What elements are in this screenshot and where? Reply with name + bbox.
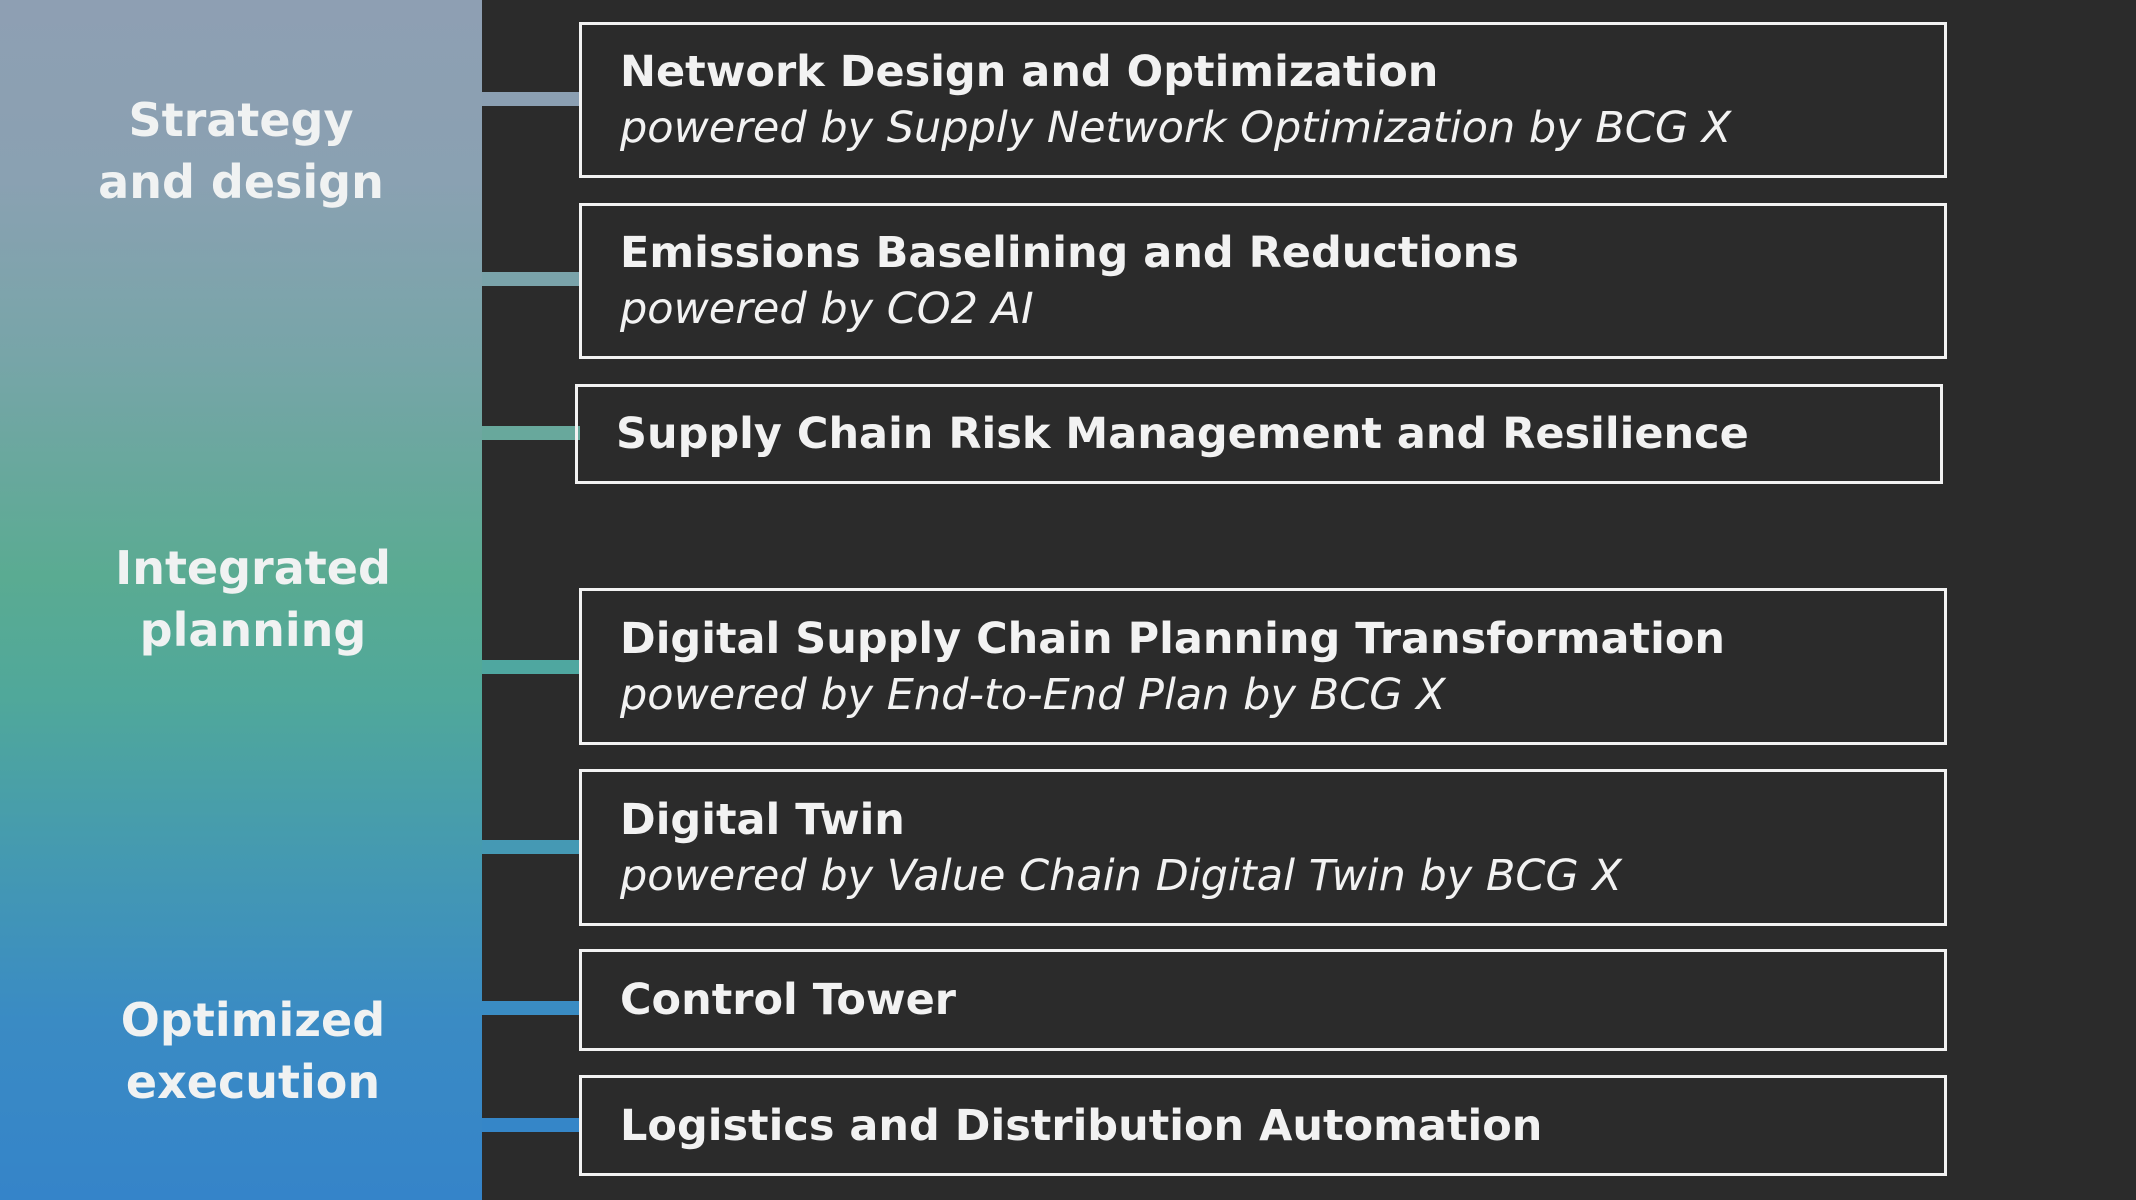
connector bbox=[482, 1118, 580, 1132]
item-title: Network Design and Optimization bbox=[620, 47, 1439, 97]
phase-label-line: and design bbox=[98, 155, 384, 209]
item-emissions: Emissions Baselining and Reductions powe… bbox=[579, 203, 1947, 359]
item-title: Digital Twin bbox=[620, 794, 905, 845]
phase-label-line: Strategy bbox=[128, 93, 354, 147]
connector bbox=[482, 92, 580, 106]
item-title: Supply Chain Risk Management and Resilie… bbox=[616, 409, 1749, 459]
connector bbox=[482, 272, 580, 286]
phase-strategy-and-design: Strategy and design bbox=[0, 89, 482, 213]
item-subtitle: powered by CO2 AI bbox=[620, 284, 1034, 334]
item-subtitle: powered by End-to-End Plan by BCG X bbox=[620, 669, 1446, 720]
item-control-tower: Control Tower bbox=[579, 949, 1947, 1051]
phase-label-line: Optimized bbox=[120, 993, 386, 1047]
connector bbox=[482, 840, 580, 854]
item-risk-management: Supply Chain Risk Management and Resilie… bbox=[575, 384, 1943, 484]
phase-optimized-execution: Optimized execution bbox=[12, 989, 494, 1113]
phase-integrated-planning: Integrated planning bbox=[12, 537, 494, 661]
phase-label-line: planning bbox=[139, 603, 367, 657]
item-title: Logistics and Distribution Automation bbox=[620, 1100, 1543, 1151]
item-title: Emissions Baselining and Reductions bbox=[620, 228, 1519, 278]
item-subtitle: powered by Value Chain Digital Twin by B… bbox=[620, 850, 1622, 901]
connector bbox=[482, 426, 580, 440]
item-planning-transformation: Digital Supply Chain Planning Transforma… bbox=[579, 588, 1947, 745]
phase-label-line: Integrated bbox=[115, 541, 391, 595]
item-subtitle: powered by Supply Network Optimization b… bbox=[620, 103, 1732, 153]
item-title: Control Tower bbox=[620, 975, 956, 1025]
item-logistics-automation: Logistics and Distribution Automation bbox=[579, 1075, 1947, 1176]
item-digital-twin: Digital Twin powered by Value Chain Digi… bbox=[579, 769, 1947, 926]
item-title: Digital Supply Chain Planning Transforma… bbox=[620, 613, 1725, 664]
phase-label-line: execution bbox=[125, 1055, 381, 1109]
connector bbox=[482, 1001, 580, 1015]
phase-gradient-panel bbox=[0, 0, 482, 1200]
item-network-design: Network Design and Optimization powered … bbox=[579, 22, 1947, 178]
connector bbox=[482, 660, 580, 674]
